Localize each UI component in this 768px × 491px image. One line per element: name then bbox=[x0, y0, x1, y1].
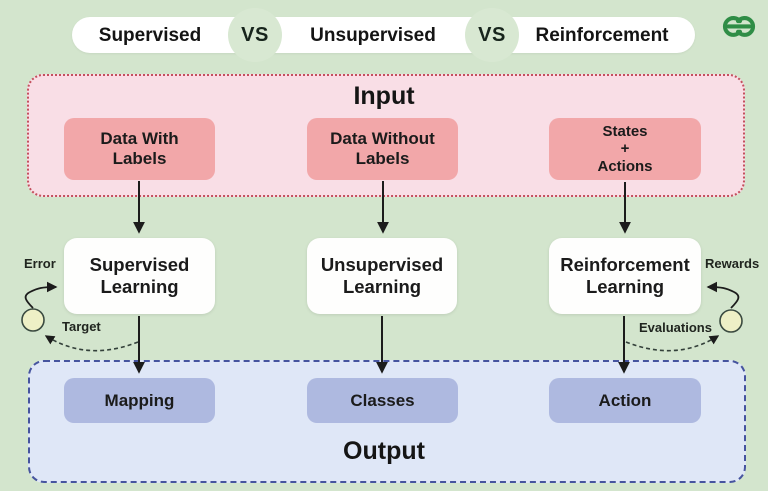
rewards-comparator-circle bbox=[719, 309, 743, 333]
vs-badge-2: VS bbox=[465, 8, 519, 62]
header-pill-supervised: Supervised bbox=[98, 25, 202, 46]
node-line: Supervised bbox=[89, 254, 190, 276]
output-box-classes: Classes bbox=[307, 378, 458, 423]
rewards-feedback-arrow bbox=[706, 281, 740, 309]
node-line: Unsupervised bbox=[320, 254, 444, 276]
input-box-line: States bbox=[602, 123, 648, 141]
vs-badge-1: VS bbox=[228, 8, 282, 62]
node-line: Reinforcement bbox=[560, 254, 690, 276]
geeksforgeeks-logo-icon bbox=[722, 16, 756, 37]
vs-label: VS bbox=[478, 23, 506, 46]
input-box-line: + bbox=[620, 140, 630, 158]
target-label: Target bbox=[62, 319, 101, 334]
input-box-data-without-labels: Data Without Labels bbox=[307, 118, 458, 180]
input-panel-title: Input bbox=[353, 82, 415, 110]
input-box-line: Data Without bbox=[330, 128, 435, 148]
input-box-line: Labels bbox=[355, 149, 410, 168]
evaluations-label: Evaluations bbox=[639, 320, 712, 335]
header-pill-unsupervised: Unsupervised bbox=[310, 25, 436, 46]
vs-label: VS bbox=[241, 23, 269, 46]
node-line: Learning bbox=[585, 276, 665, 297]
input-box-line: Data With bbox=[100, 128, 179, 148]
node-line: Learning bbox=[342, 276, 422, 297]
input-box-states-actions: States + Actions bbox=[549, 118, 701, 180]
error-comparator-circle bbox=[21, 308, 45, 332]
node-reinforcement-learning: Reinforcement Learning bbox=[549, 238, 701, 314]
input-box-data-with-labels: Data With Labels bbox=[64, 118, 215, 180]
output-panel-title: Output bbox=[343, 437, 425, 465]
output-box-mapping: Mapping bbox=[64, 378, 215, 423]
output-box-label: Classes bbox=[350, 390, 415, 410]
rewards-label: Rewards bbox=[705, 256, 760, 271]
node-line: Learning bbox=[100, 276, 179, 297]
error-feedback-arrow bbox=[24, 281, 58, 309]
target-dashed-arrow bbox=[44, 335, 139, 352]
output-box-label: Action bbox=[598, 390, 652, 410]
error-label: Error bbox=[24, 256, 56, 271]
header-pill-bar bbox=[72, 17, 695, 53]
input-box-line: Labels bbox=[112, 149, 167, 168]
node-unsupervised-learning: Unsupervised Learning bbox=[307, 238, 457, 314]
evaluations-dashed-arrow bbox=[625, 335, 720, 352]
input-box-line: Actions bbox=[597, 157, 653, 175]
output-box-label: Mapping bbox=[104, 390, 175, 410]
header-pill-reinforcement: Reinforcement bbox=[535, 25, 669, 46]
output-box-action: Action bbox=[549, 378, 701, 423]
node-supervised-learning: Supervised Learning bbox=[64, 238, 215, 314]
